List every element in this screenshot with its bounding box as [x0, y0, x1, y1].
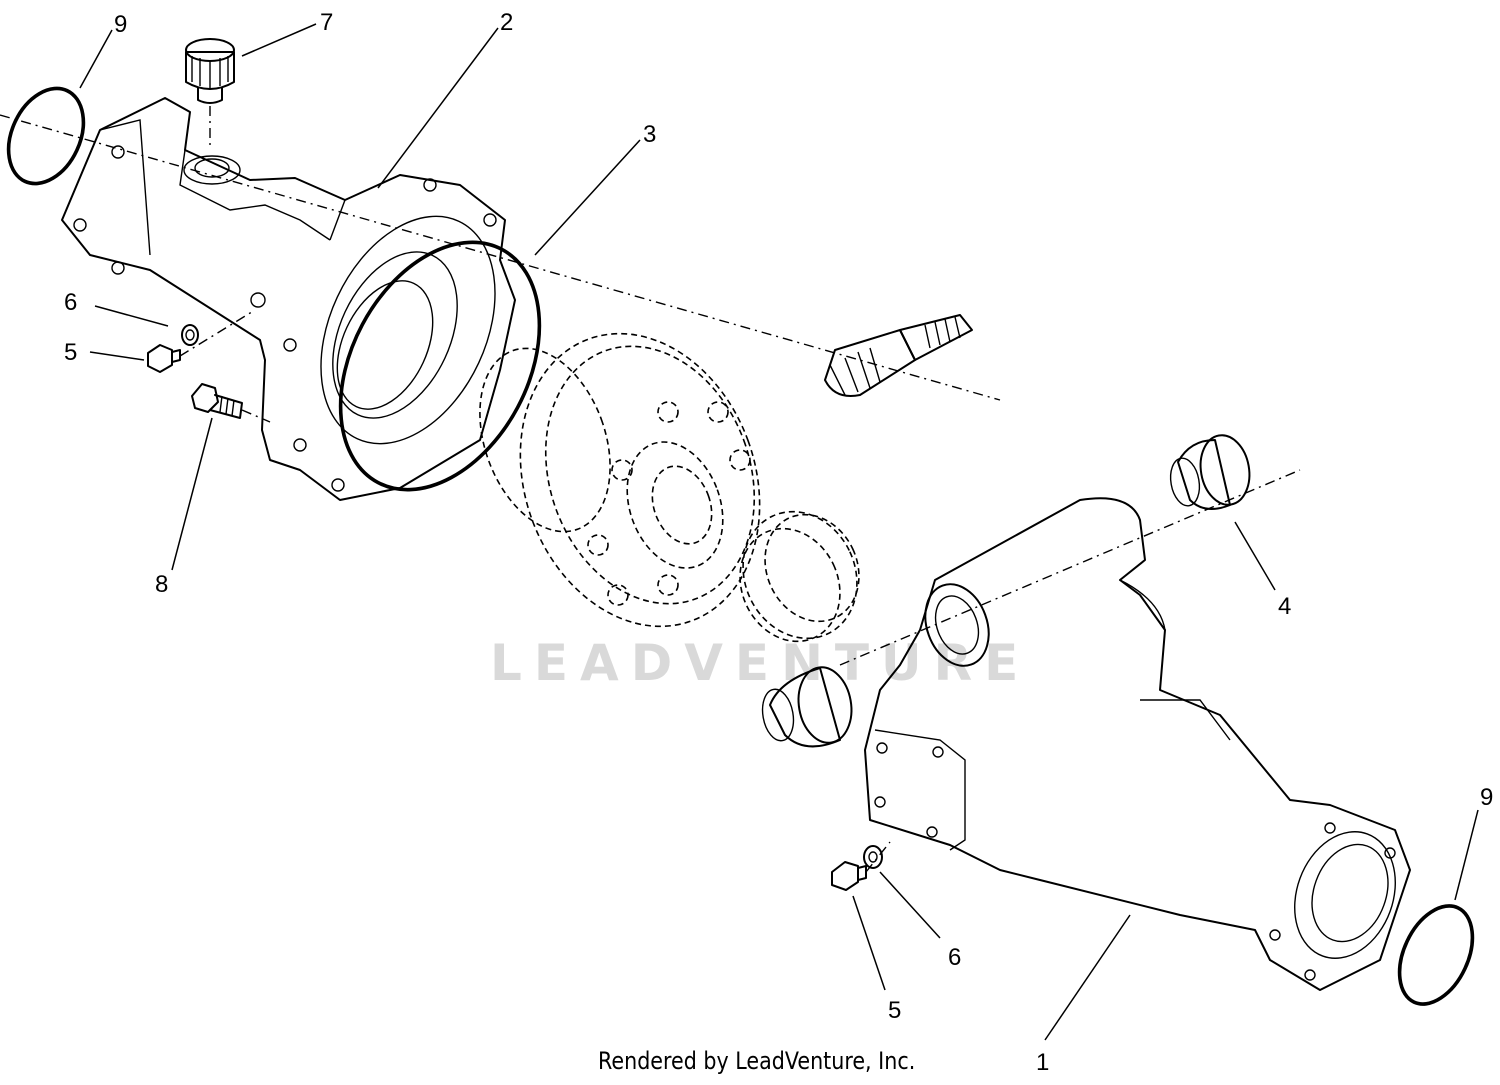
callout-8: 8 [155, 571, 168, 598]
leader-9-left [79, 29, 113, 89]
o-ring-9-left [6, 86, 86, 186]
leader-7 [241, 23, 317, 57]
callout-5-left: 5 [64, 339, 77, 366]
callout-9-left: 9 [114, 11, 127, 38]
leader-6-left [94, 305, 169, 327]
callout-5-right: 5 [888, 997, 901, 1024]
leader-4 [1234, 521, 1276, 591]
watermark-text: LEADVENTURE [490, 634, 1030, 692]
carrier-bearing [739, 510, 860, 643]
drain-bolt-part-5-left [147, 344, 181, 373]
washer-part-6-left [181, 324, 199, 346]
o-ring-part-3 [338, 240, 542, 492]
housing-part-2 [61, 97, 516, 501]
differential-ring-gear [479, 332, 761, 628]
bushing-part-4-upper [1169, 434, 1251, 510]
fill-plug-part-7 [185, 38, 235, 150]
callout-6-right: 6 [948, 944, 961, 971]
callout-9-right: 9 [1480, 784, 1493, 811]
callout-1: 1 [1036, 1049, 1049, 1076]
washer-part-6-right [863, 845, 883, 869]
callout-7: 7 [320, 9, 333, 36]
bolt-part-8 [191, 383, 271, 423]
leader-1 [1044, 914, 1131, 1041]
bushing-part-4-lower [761, 666, 853, 748]
callout-4: 4 [1278, 593, 1291, 620]
leader-8 [171, 417, 213, 571]
leader-3 [534, 139, 641, 256]
callout-6-left: 6 [64, 289, 77, 316]
axle-housing-part-1 [864, 497, 1411, 991]
leader-9-right [1454, 809, 1479, 901]
callout-2: 2 [500, 9, 513, 36]
leader-5-right [852, 895, 886, 991]
axle-centerline [839, 469, 1301, 666]
render-credit-footer: Rendered by LeadVenture, Inc. [598, 1047, 916, 1075]
o-ring-9-right [1397, 904, 1475, 1006]
pinion-shaft [824, 314, 973, 397]
leader-2 [377, 27, 499, 189]
leader-6-right [879, 871, 941, 939]
leader-5-left [89, 351, 145, 361]
callout-3: 3 [643, 121, 656, 148]
drain-bolt-part-5-right [831, 861, 867, 891]
